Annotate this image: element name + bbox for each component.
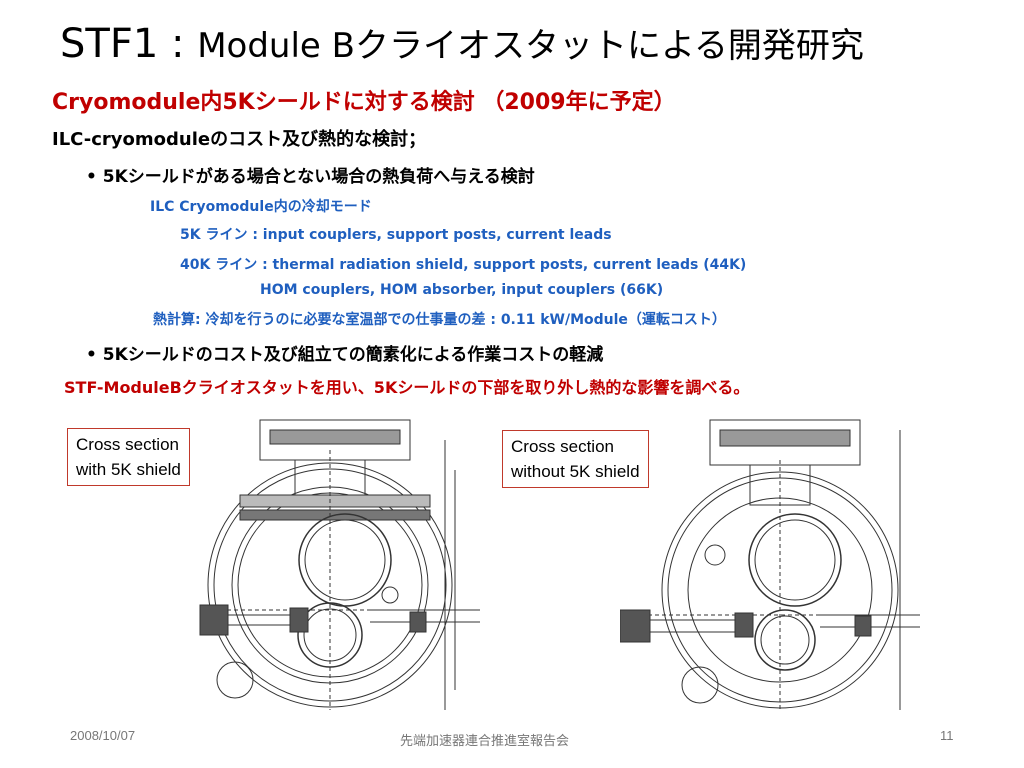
caption-without-shield-line2: without 5K shield: [511, 462, 640, 481]
cooling-mode-heading: ILC Cryomodule内の冷却モード: [150, 199, 372, 215]
bullet-cost: • 5Kシールドのコスト及び組立ての簡素化による作業コストの軽減: [86, 345, 604, 365]
red-note: STF-ModuleBクライオスタットを用い、5Kシールドの下部を取り外し熱的な…: [64, 378, 750, 397]
line-40k-cont: HOM couplers, HOM absorber, input couple…: [260, 282, 664, 298]
caption-without-shield: Cross section without 5K shield: [502, 430, 649, 488]
line-40k: 40K ライン : thermal radiation shield, supp…: [180, 257, 747, 273]
cross-section-with-shield-drawing: [199, 419, 480, 710]
caption-without-shield-line1: Cross section: [511, 437, 614, 456]
caption-with-shield-line1: Cross section: [76, 435, 179, 454]
caption-with-shield: Cross section with 5K shield: [67, 428, 190, 486]
cross-section-without-shield-drawing: [620, 419, 920, 710]
line-5k: 5K ライン : input couplers, support posts, …: [180, 227, 612, 243]
caption-with-shield-line2: with 5K shield: [76, 460, 181, 479]
page-number: 11: [940, 728, 954, 743]
bullet-heat-load: • 5Kシールドがある場合とない場合の熱負荷へ与える検討: [86, 167, 535, 187]
ilc-line: ILC-cryomoduleのコスト及び熱的な検討；: [52, 129, 427, 150]
title-main: STF1 :: [60, 21, 198, 67]
title-tail: クライオスタットによる開発研究: [354, 26, 864, 66]
title-sub: Module B: [197, 26, 355, 66]
footer-date: 2008/10/07: [70, 728, 136, 743]
slide-title: STF1 : Module Bクライオスタットによる開発研究: [60, 20, 864, 70]
slide-subtitle: Cryomodule内5Kシールドに対する検討 （2009年に予定）: [52, 90, 676, 115]
heat-calc-line: 熱計算: 冷却を行うのに必要な室温部での仕事量の差 : 0.11 kW/Modu…: [153, 312, 726, 328]
footer-center: 先端加速器連合推進室報告会: [400, 733, 570, 748]
